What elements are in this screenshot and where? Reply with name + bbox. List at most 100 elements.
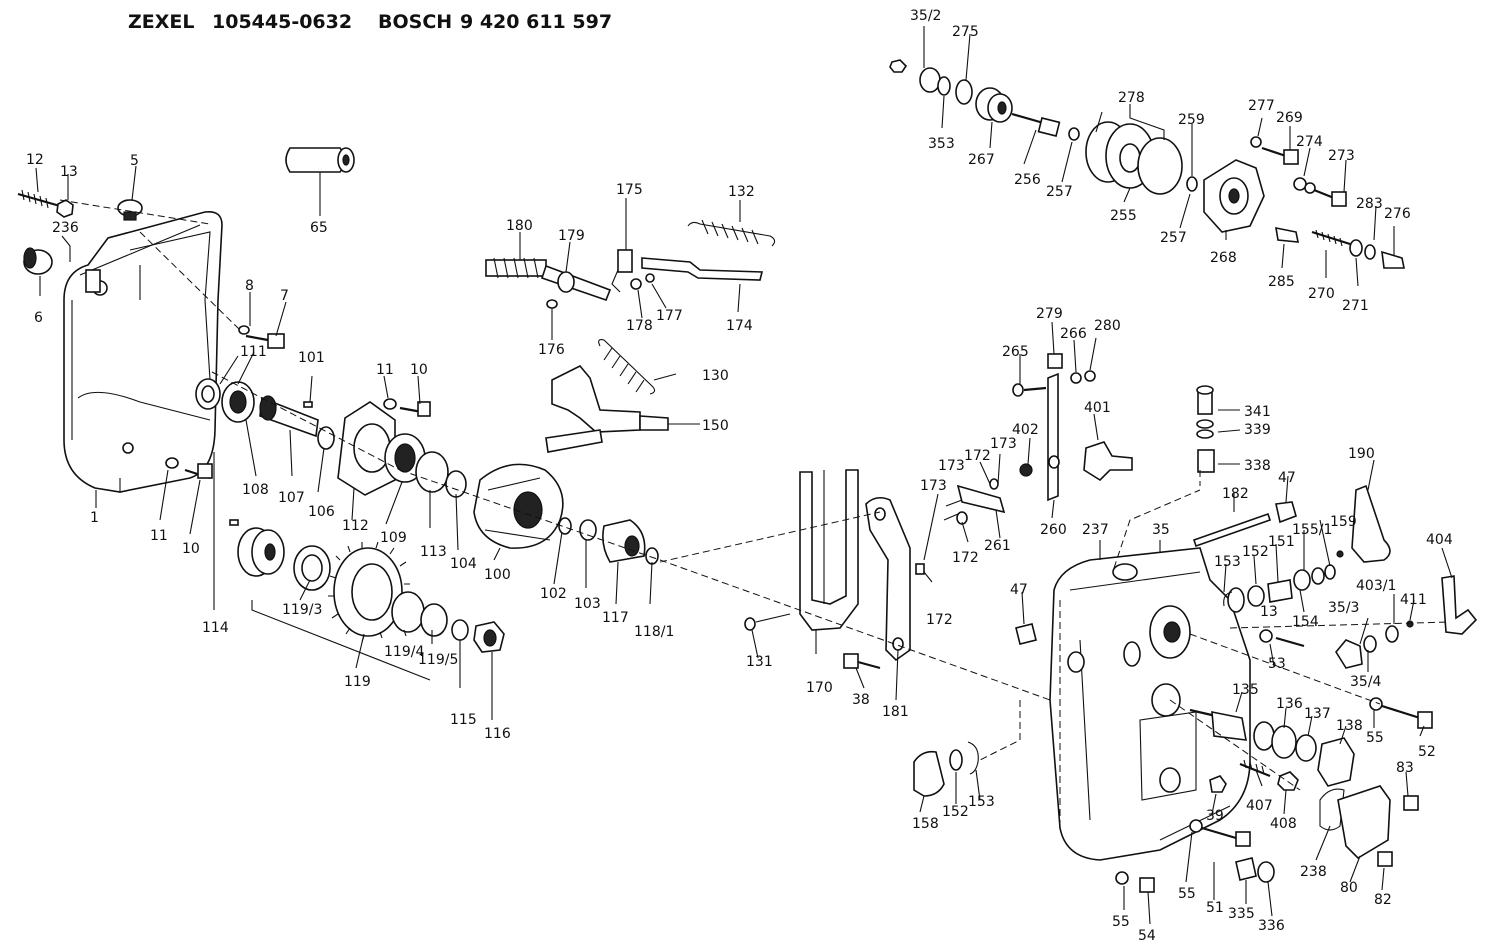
label-132: 132 [728, 184, 755, 200]
label-278: 278 [1118, 90, 1145, 106]
label-180: 180 [506, 218, 533, 234]
label-151: 151 [1268, 534, 1295, 550]
label-82: 82 [1374, 892, 1392, 908]
label-265: 265 [1002, 344, 1029, 360]
label-55-right: 55 [1366, 730, 1384, 746]
header-brand-bosch: BOSCH [378, 11, 452, 33]
label-112: 112 [342, 518, 369, 534]
part-113-circlip [415, 451, 449, 493]
label-1: 1 [90, 510, 99, 526]
part-268-housing [1203, 159, 1265, 233]
part-51-screw [1189, 819, 1251, 847]
label-238: 238 [1300, 864, 1327, 880]
part-101-key [229, 401, 313, 526]
label-273: 273 [1328, 148, 1355, 164]
part-119-3-damper [293, 545, 331, 591]
part-159-pin [1336, 550, 1344, 558]
label-138: 138 [1336, 718, 1363, 734]
label-107: 107 [278, 490, 305, 506]
label-5: 5 [130, 153, 139, 169]
part-407-screw [1239, 759, 1271, 778]
label-260: 260 [1040, 522, 1067, 538]
label-277: 277 [1248, 98, 1275, 114]
part-341-bolt [1196, 385, 1214, 415]
label-55-lower: 55 [1112, 914, 1130, 930]
label-182: 182 [1222, 486, 1249, 502]
label-177: 177 [656, 308, 683, 324]
label-261: 261 [984, 538, 1011, 554]
label-159: 159 [1330, 514, 1357, 530]
part-152-153-seals [949, 591, 1233, 775]
part-408-nut [1277, 771, 1299, 791]
part-180-spring-assembly [485, 257, 547, 279]
label-236: 236 [52, 220, 79, 236]
label-255: 255 [1110, 208, 1137, 224]
part-256-rod [1011, 112, 1061, 137]
part-65-sleeve [285, 147, 355, 173]
label-174: 174 [726, 318, 753, 334]
part-115-washer [451, 619, 469, 641]
label-274: 274 [1296, 134, 1323, 150]
part-109-bearing [384, 433, 426, 483]
label-38: 38 [852, 692, 870, 708]
part-339-washers [1196, 419, 1214, 439]
label-257-right: 257 [1160, 230, 1187, 246]
label-7: 7 [280, 288, 289, 304]
label-172-a: 172 [964, 448, 991, 464]
part-190-lever [1351, 484, 1391, 563]
label-104: 104 [450, 556, 477, 572]
label-119: 119 [344, 674, 371, 690]
label-275: 275 [952, 24, 979, 40]
label-408: 408 [1270, 816, 1297, 832]
part-12-stud [17, 189, 61, 209]
label-339: 339 [1244, 422, 1271, 438]
label-103: 103 [574, 596, 601, 612]
part-6-plug [23, 247, 53, 275]
part-238-gasket [1319, 788, 1345, 831]
label-402: 402 [1012, 422, 1039, 438]
part-173-172-small [915, 478, 999, 575]
label-11-lower: 11 [150, 528, 168, 544]
label-113: 113 [420, 544, 447, 560]
part-265-screw [1012, 383, 1047, 397]
part-47-plug [1015, 501, 1297, 645]
label-47-lower: 47 [1010, 582, 1028, 598]
label-65: 65 [310, 220, 328, 236]
label-11-upper: 11 [376, 362, 394, 378]
housing-cover [63, 210, 223, 493]
label-172-c: 172 [926, 612, 953, 628]
part-267-spring-seat [975, 87, 1013, 123]
label-279: 279 [1036, 306, 1063, 322]
label-13-right: 13 [1260, 604, 1278, 620]
label-109: 109 [380, 530, 407, 546]
label-119-4: 119/4 [384, 644, 424, 660]
label-154: 154 [1292, 614, 1319, 630]
part-labels: 12 13 5 236 6 65 8 7 111 101 11 10 11 10… [26, 8, 1453, 944]
label-285: 285 [1268, 274, 1295, 290]
label-6: 6 [34, 310, 43, 326]
label-269: 269 [1276, 110, 1303, 126]
label-150: 150 [702, 418, 729, 434]
part-39-plug [1209, 775, 1227, 793]
part-131-pin [744, 613, 791, 631]
label-47-upper: 47 [1278, 470, 1296, 486]
part-158-plug [913, 750, 945, 797]
part-182-rod [1192, 512, 1272, 548]
part-119-5-circlip [420, 603, 448, 637]
part-274-273-screw [1293, 177, 1347, 207]
part-138-cap [1317, 737, 1355, 787]
label-35-4: 35/4 [1350, 674, 1382, 690]
label-136: 136 [1276, 696, 1303, 712]
label-106: 106 [308, 504, 335, 520]
part-270-adjuster [1311, 229, 1351, 247]
label-108: 108 [242, 482, 269, 498]
part-130-spring [598, 339, 656, 395]
part-108-bearing-gear [221, 381, 255, 423]
part-35-3-adjuster [1335, 635, 1377, 669]
label-401: 401 [1084, 400, 1111, 416]
label-10-upper: 10 [410, 362, 428, 378]
label-170: 170 [806, 680, 833, 696]
label-100: 100 [484, 567, 511, 583]
part-402-nut [1019, 463, 1033, 477]
